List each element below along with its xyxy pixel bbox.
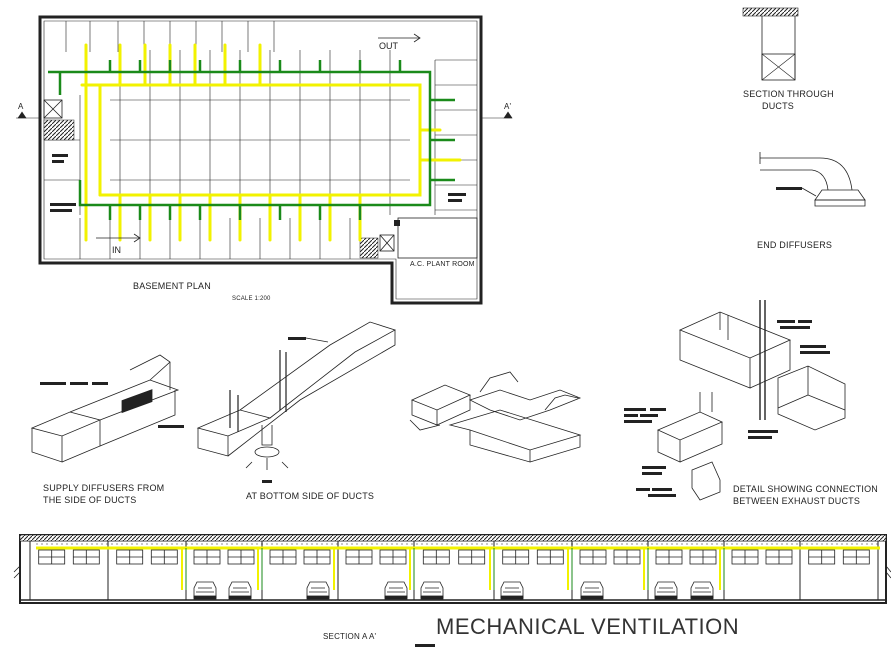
window-mullion [690,550,716,564]
window-mullion [38,550,65,564]
section-aa-label: SECTION A A' [323,632,377,641]
parked-car [384,581,408,600]
plan-scale: SCALE 1:200 [232,296,271,302]
window-mullion [194,550,220,564]
window-mullion [843,550,870,564]
window-mullion [270,550,296,564]
window-mullion [580,550,606,564]
plan-out-label: OUT [379,41,398,51]
bottom-side-label: AT BOTTOM SIDE OF DUCTS [246,491,375,501]
parked-car [306,581,330,600]
section-end-mark-left [13,565,21,579]
section-marker-a-prime [481,111,513,119]
window-mullion [304,550,330,564]
parked-car [690,581,714,600]
supply-diffusers-label-2: THE SIDE OF DUCTS [43,495,137,505]
section-cars [193,581,714,600]
end-diffusers-label: END DIFFUSERS [757,240,833,250]
section-end-mark-right [885,565,891,579]
parked-car [580,581,604,600]
section-through-ducts-detail [742,7,799,81]
exhaust-duct-network [48,60,455,220]
window-mullion [732,550,758,564]
window-mullion [537,550,564,564]
plant-room-label: A.C. PLANT ROOM [410,261,475,268]
section-windows [38,549,870,565]
section-through-ducts-label-2: DUCTS [762,101,794,111]
title-tag-mark [415,644,435,647]
drawing-title: MECHANICAL VENTILATION [436,614,740,639]
end-diffuser-detail [759,152,866,207]
section-through-ducts-label-1: SECTION THROUGH [743,89,834,99]
window-mullion [656,550,682,564]
parked-car [654,581,678,600]
parked-car [500,581,524,600]
window-mullion [380,550,406,564]
section-aa [19,534,887,604]
bottom-diffuser-detail [196,321,397,483]
plan-in-label: IN [112,245,121,255]
out-arrow [378,33,421,43]
in-arrow [96,233,141,243]
section-mark-left-label: A [18,102,24,111]
section-marker-a [16,111,40,119]
window-mullion [808,550,835,564]
window-mullion [116,550,143,564]
window-mullion [346,550,372,564]
window-mullion [458,550,485,564]
window-mullion [502,550,529,564]
section-ducts [36,543,880,590]
exhaust-connection-detail [624,300,846,501]
supply-diffusers-label-1: SUPPLY DIFFUSERS FROM [43,483,165,493]
supply-diffusers-detail [30,354,184,463]
basement-plan [38,15,483,305]
duct-junction-detail [409,371,582,463]
exhaust-connection-label-2: BETWEEN EXHAUST DUCTS [733,496,861,506]
window-mullion [228,550,254,564]
window-mullion [151,550,178,564]
plan-title: BASEMENT PLAN [133,281,211,291]
window-mullion [423,550,450,564]
parked-car [193,581,217,600]
supply-duct-network [80,43,462,242]
window-mullion [766,550,792,564]
parked-car [420,581,444,600]
window-mullion [614,550,640,564]
section-mark-right-label: A' [504,102,512,111]
exhaust-connection-label-1: DETAIL SHOWING CONNECTION [733,484,879,494]
window-mullion [73,550,100,564]
parked-car [228,581,252,600]
